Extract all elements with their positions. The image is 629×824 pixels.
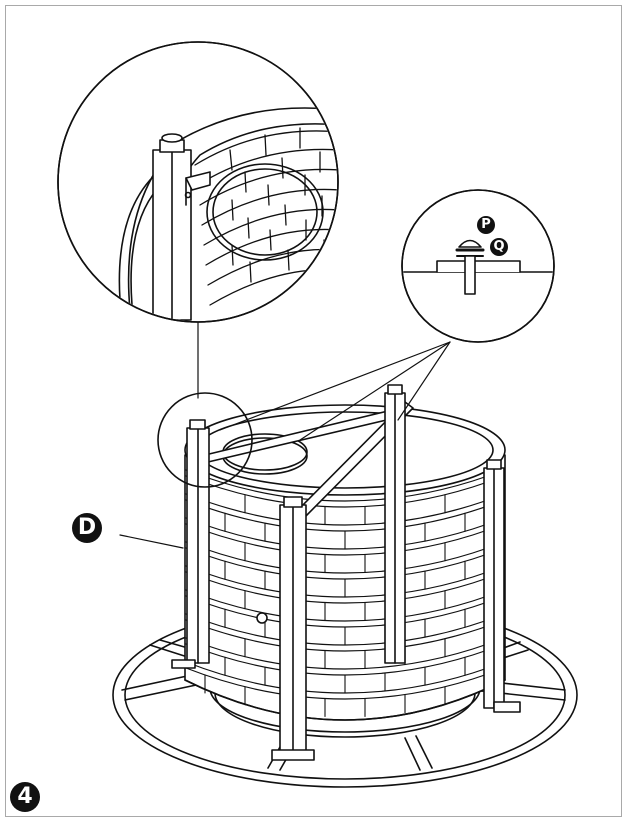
wicker-band (185, 475, 505, 508)
wicker-band (185, 523, 505, 556)
page-frame (5, 5, 622, 817)
leg-right (483, 459, 521, 713)
wicker-band (185, 667, 505, 700)
wicker-band (185, 619, 505, 652)
detail-marker-circle (157, 392, 253, 488)
wicker-band (185, 637, 505, 670)
panel-knob (256, 612, 268, 624)
detail-circle-screw (401, 189, 555, 343)
wicker-band (185, 589, 505, 622)
wicker-band (185, 469, 505, 502)
leg-back (384, 384, 406, 664)
detail-circle-large (57, 41, 339, 323)
leg-front (271, 496, 315, 761)
part-label-q: Q (490, 238, 508, 256)
wicker-band (185, 571, 505, 604)
part-label-p: P (477, 216, 495, 234)
wicker-band (185, 493, 505, 526)
part-label-d: D (72, 513, 102, 543)
step-number: 4 (10, 782, 40, 812)
wicker-band (185, 541, 505, 574)
